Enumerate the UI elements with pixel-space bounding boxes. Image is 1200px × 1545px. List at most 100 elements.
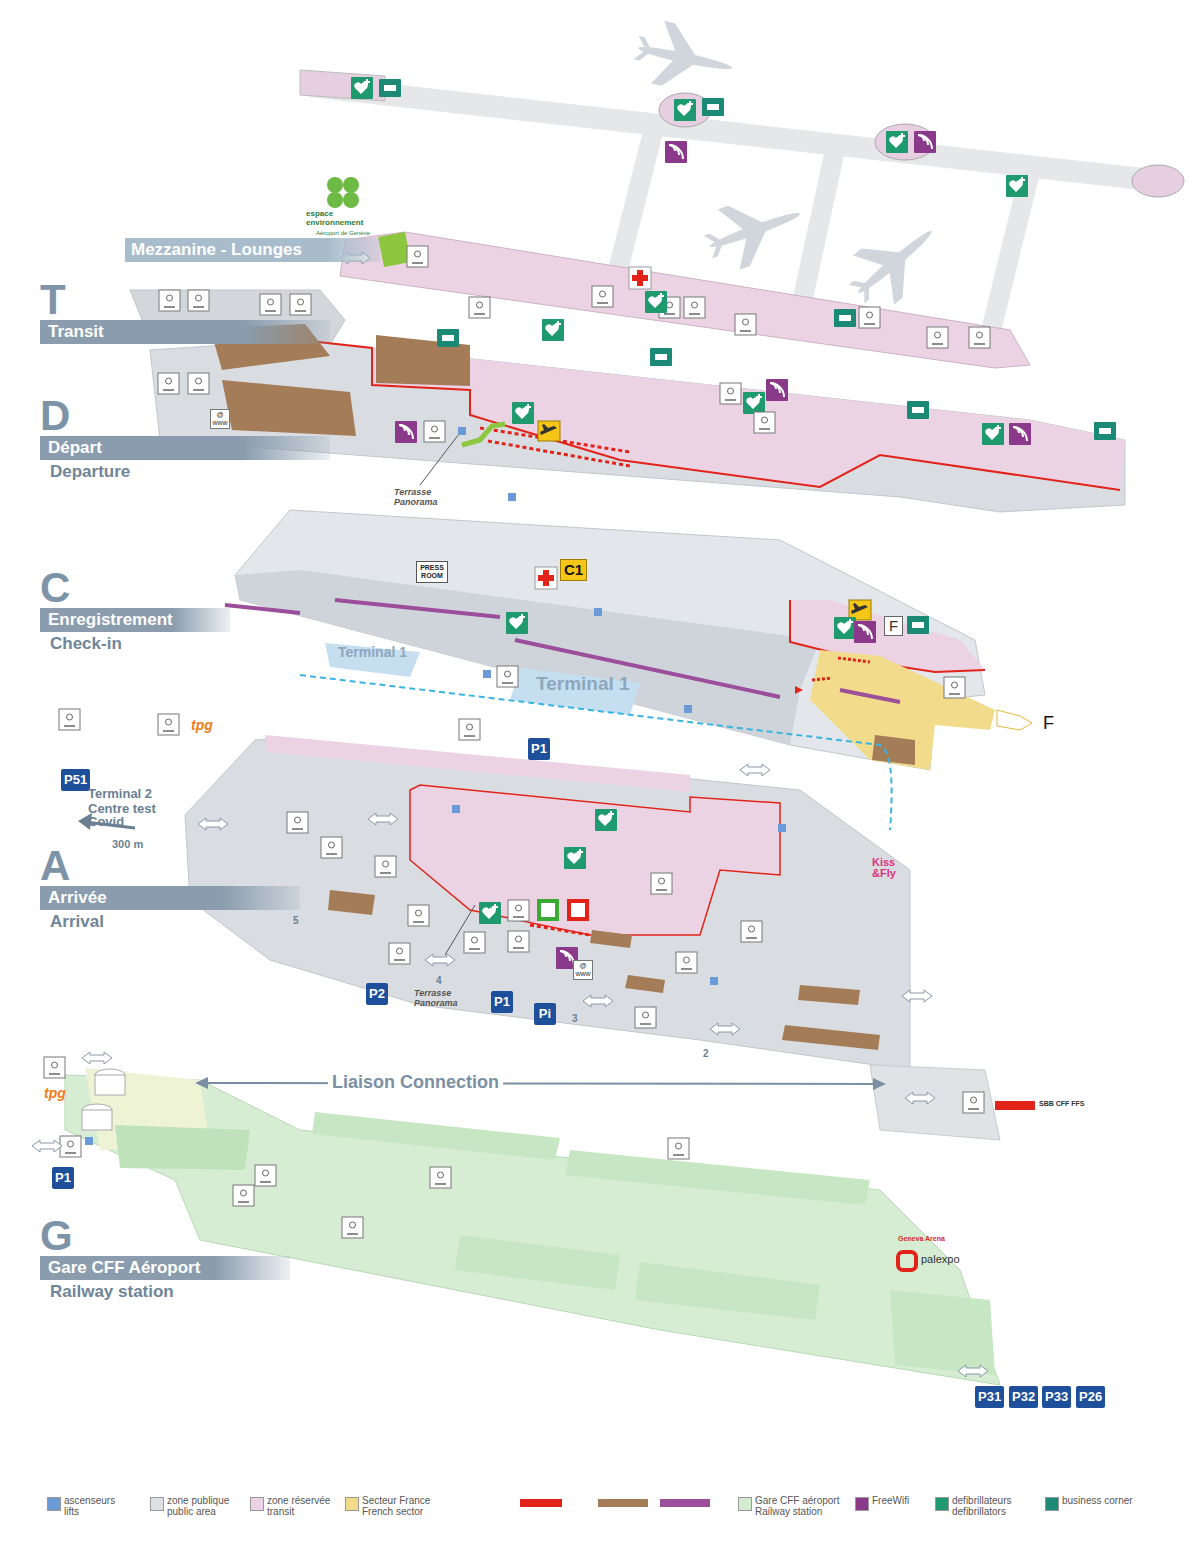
service-icon [508,931,529,952]
service-icon [483,670,491,678]
floor-level-label: AArrivéeArrival [40,846,300,934]
service-icon [368,813,398,825]
legend-entry: zone publique public area [150,1495,239,1517]
map-label: F [1043,713,1054,734]
service-icon [508,900,529,921]
service-icon [407,246,428,267]
service-icon [1006,175,1028,197]
map-label: Terrasse Panorama [394,487,446,507]
service-icon [766,379,788,401]
service-icon [60,1136,81,1157]
service-icon [44,1057,65,1078]
service-icon [158,373,179,394]
service-icon [255,1165,276,1186]
service-icon [684,705,692,713]
legend-entry: zone réservée transit [250,1495,345,1517]
label-box: F [884,616,903,636]
service-icon [702,98,724,116]
label-text: C1 [564,561,583,579]
level-name: Enregistrement [40,608,230,632]
service-icon [469,297,490,318]
level-name-english: Railway station [40,1280,290,1304]
service-icon [59,709,80,730]
label-text: Mezzanine - Lounges [131,238,380,262]
map-label: Terrasse Panorama [414,988,466,1008]
service-icon [32,1140,62,1152]
service-icon [395,421,417,443]
service-icon [408,905,429,926]
label-text: P2 [369,984,385,1004]
label-text: P51 [64,770,87,790]
parking-sign: P51 [61,769,90,791]
service-icon [458,427,466,435]
service-icon [676,952,697,973]
service-icon [1009,423,1031,445]
service-icon [464,932,485,953]
label-text: F [889,617,898,635]
service-icon [684,297,705,318]
parking-sign: P1 [528,738,550,760]
service-icon [665,141,687,163]
service-icon [854,621,876,643]
service-icon [233,1185,254,1206]
service-icon [907,616,929,634]
level-letter: D [40,396,330,436]
label-box: C1 [560,559,587,581]
parking-sign: P32 [1009,1386,1038,1408]
service-icon [260,294,281,315]
level-name: Départ [40,436,330,460]
level-name-english: Arrival [40,910,300,934]
label-text: P26 [1079,1387,1102,1407]
service-icon [743,392,765,414]
service-icon [583,995,613,1007]
service-icon [82,1052,112,1064]
legend-text: business corner [1062,1495,1144,1506]
map-label: SBB CFF FFS [1039,1100,1085,1108]
legend-swatch [1045,1497,1059,1511]
map-label: tpg [44,1085,66,1101]
service-icon [907,401,929,419]
service-icon [459,719,480,740]
parking-sign: P26 [1076,1386,1105,1408]
legend-text: Secteur France French sector [362,1495,448,1517]
service-icon [902,990,932,1002]
service-icon [342,1217,363,1238]
legend-entry: Secteur France French sector [345,1495,448,1517]
floor-level-label: CEnregistrementCheck-in [40,568,230,656]
service-icon [645,291,667,313]
service-icon [512,402,534,424]
legend-entry: defibrillateurs defibrillators [935,1495,1034,1517]
floor-level-label: DDépartDeparture [40,396,330,484]
map-label: 3 [572,1013,578,1025]
parking-sign: P31 [975,1386,1004,1408]
map-label: Terminal 1 [536,673,630,695]
service-icon [287,812,308,833]
legend-entry: Gare CFF aéroport Railway station [738,1495,847,1517]
level-letter: A [40,846,300,886]
service-icon [321,837,342,858]
service-icon [710,1023,740,1035]
service-icon [508,493,516,501]
legend-swatch [935,1497,949,1511]
service-icon [651,873,672,894]
service-icon [1094,422,1116,440]
map-label: palexpo [921,1253,960,1266]
parking-sign: P1 [52,1167,74,1189]
service-icon [198,818,228,830]
label-box: PRESS ROOM [416,561,448,583]
legend-text: ascenseurs lifts [64,1495,126,1517]
icon-label: @ www [210,409,230,429]
legend-swatch [738,1497,752,1511]
level-letter: G [40,1216,290,1256]
service-icon [389,943,410,964]
map-label: Centre test Covid [88,802,160,828]
service-icon [538,421,560,441]
level-name: Transit [40,320,330,344]
legend-text: defibrillateurs defibrillators [952,1495,1034,1517]
service-icon [594,608,602,616]
legend-swatch [855,1497,869,1511]
label-text: P31 [978,1387,1001,1407]
